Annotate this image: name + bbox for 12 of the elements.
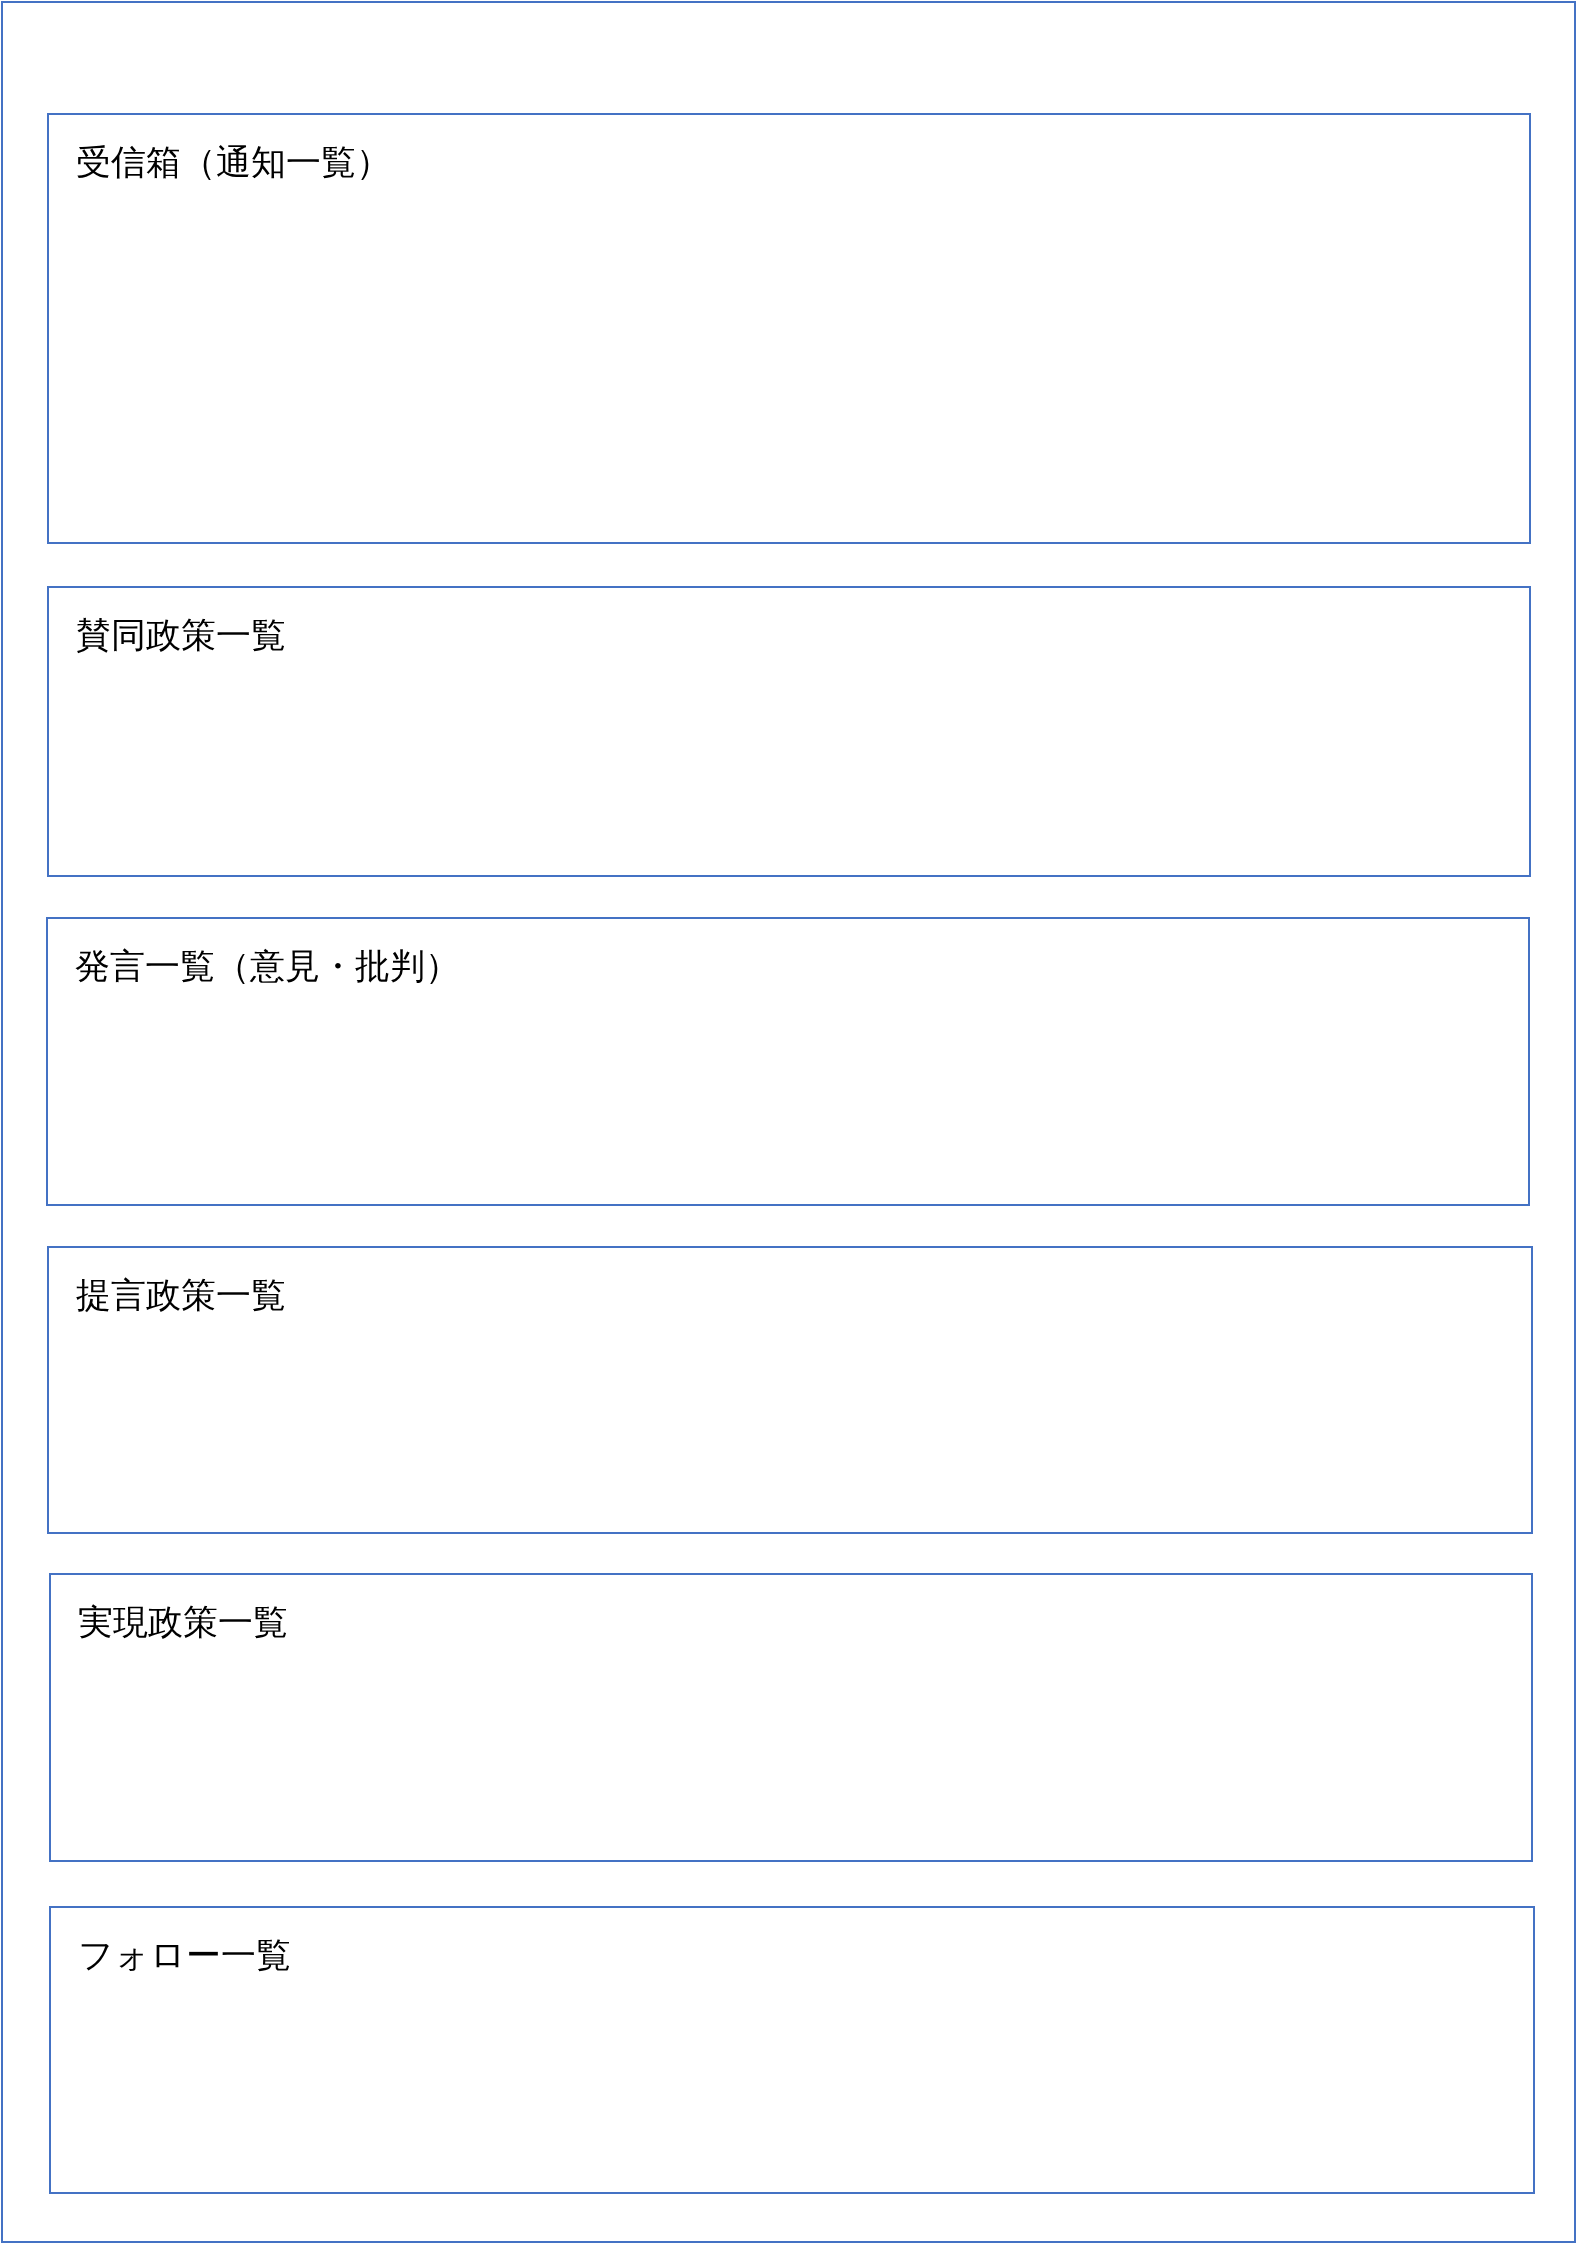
section-panel [47, 113, 1531, 544]
section-heading: 提言政策一覧 [76, 1278, 286, 1313]
section-panel [46, 917, 1530, 1206]
section-heading: 受信箱（通知一覧） [76, 145, 391, 180]
section-panel [49, 1906, 1535, 2194]
section-panel [47, 586, 1531, 877]
section-heading: 発言一覧（意見・批判） [75, 949, 460, 984]
section-heading: フォロー一覧 [78, 1938, 291, 1973]
section-panel [49, 1573, 1533, 1862]
section-heading: 実現政策一覧 [78, 1605, 288, 1640]
section-panel [47, 1246, 1533, 1534]
section-heading: 賛同政策一覧 [76, 618, 286, 653]
